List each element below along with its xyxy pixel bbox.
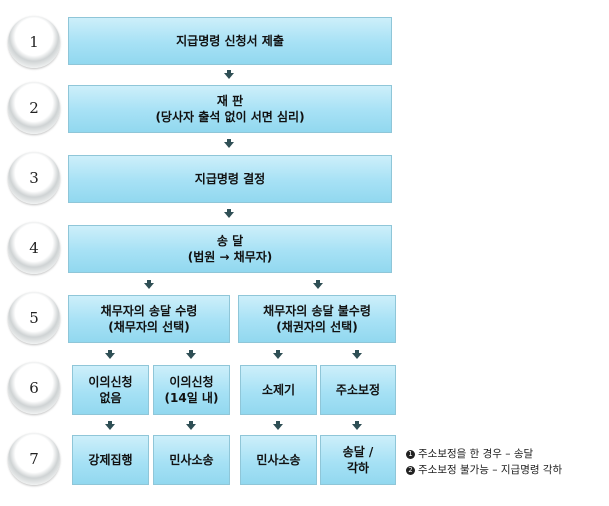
step-badge-1: 1 <box>8 16 60 68</box>
step-badge-2: 2 <box>8 82 60 134</box>
note-1-text: 주소보정을 한 경우 – 송달 <box>418 448 534 460</box>
box-objection-subtitle: (14일 내) <box>164 391 219 405</box>
box-civil-suit-1: 민사소송 <box>153 435 230 485</box>
box-received-title: 채무자의 송달 수령 <box>100 304 198 318</box>
step-badge-4: 4 <box>8 222 60 274</box>
box-objection-14-days: 이의신청 (14일 내) <box>153 365 230 415</box>
box-submit-label: 지급명령 신청서 제출 <box>176 34 284 48</box>
box-civil-suit-1-label: 민사소송 <box>169 453 214 467</box>
box-compulsory-execution: 강제집행 <box>72 435 149 485</box>
box-address-correction: 주소보정 <box>320 365 396 415</box>
step-badge-6: 6 <box>8 362 60 414</box>
box-compulsory-execution-label: 강제집행 <box>88 453 133 467</box>
box-civil-suit-2: 민사소송 <box>240 435 317 485</box>
box-decision-label: 지급명령 결정 <box>194 172 266 186</box>
box-no-objection: 이의신청 없음 <box>72 365 149 415</box>
box-not-received-subtitle: (채권자의 선택) <box>276 320 358 334</box>
box-trial: 재 판 (당사자 출석 없이 서면 심리) <box>68 85 392 133</box>
box-delivery-or-dismissal: 송달 / 각하 <box>320 435 396 485</box>
box-lawsuit-filing-label: 소제기 <box>261 383 296 397</box>
step-badge-3: 3 <box>8 152 60 204</box>
box-no-objection-title: 이의신청 <box>88 375 133 389</box>
box-no-objection-subtitle: 없음 <box>99 391 122 405</box>
box-delivery-dismiss-title: 송달 / <box>342 445 374 459</box>
box-submit-application: 지급명령 신청서 제출 <box>68 17 392 65</box>
note-1-marker: 1 <box>406 450 415 459</box>
box-delivery-title: 송 달 <box>216 234 244 248</box>
box-trial-title: 재 판 <box>216 94 244 108</box>
box-delivery-dismiss-subtitle: 각하 <box>346 461 370 475</box>
box-payment-order-decision: 지급명령 결정 <box>68 155 392 203</box>
box-delivery: 송 달 (법원 → 채무자) <box>68 225 392 273</box>
box-trial-subtitle: (당사자 출석 없이 서면 심리) <box>155 110 305 124</box>
box-received-subtitle: (채무자의 선택) <box>108 320 190 334</box>
box-not-received-title: 채무자의 송달 불수령 <box>263 304 371 318</box>
box-debtor-received: 채무자의 송달 수령 (채무자의 선택) <box>68 295 230 343</box>
step-badge-5: 5 <box>8 292 60 344</box>
box-objection-title: 이의신청 <box>169 375 214 389</box>
box-address-correction-label: 주소보정 <box>335 383 381 397</box>
box-civil-suit-2-label: 민사소송 <box>256 453 301 467</box>
box-delivery-subtitle: (법원 → 채무자) <box>187 250 273 264</box>
note-2-marker: 2 <box>406 466 415 475</box>
note-2-text: 주소보정 불가능 – 지급명령 각하 <box>418 464 563 476</box>
step-badge-7: 7 <box>8 433 60 485</box>
box-debtor-not-received: 채무자의 송달 불수령 (채권자의 선택) <box>238 295 396 343</box>
box-lawsuit-filing: 소제기 <box>240 365 317 415</box>
